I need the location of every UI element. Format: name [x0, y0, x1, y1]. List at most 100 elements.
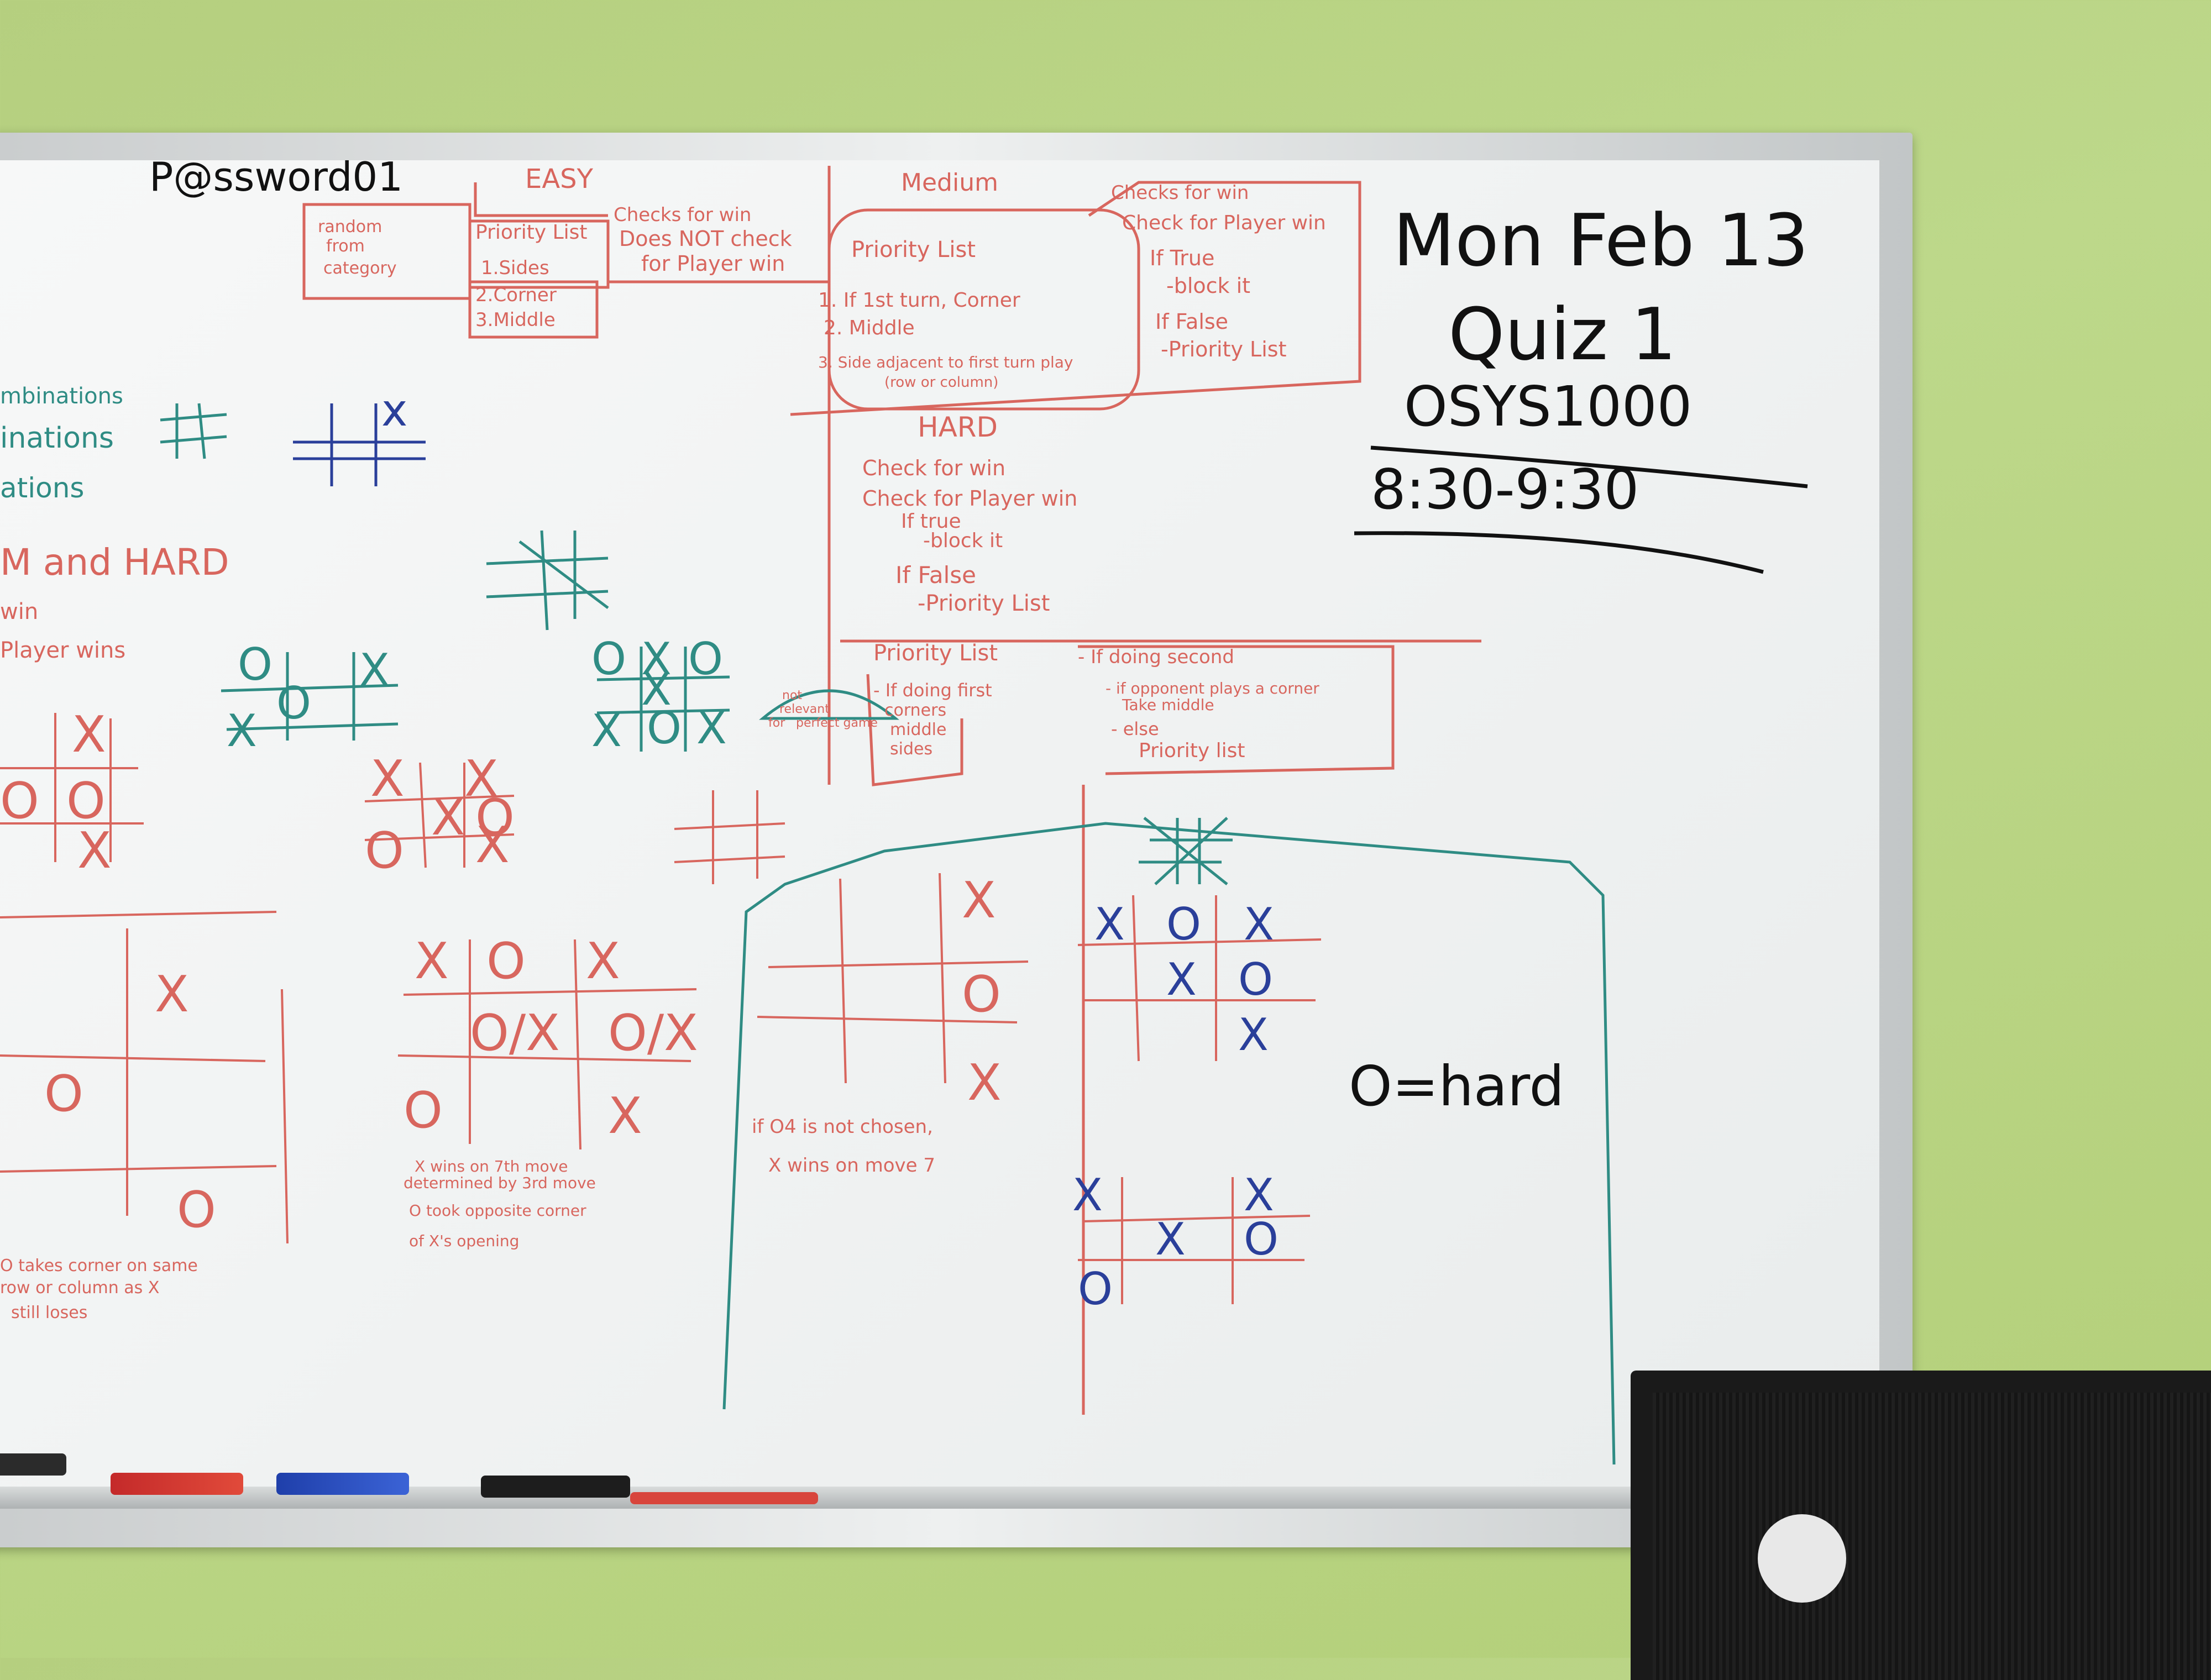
medium-checks-3: If True: [1150, 246, 1214, 270]
mark: X: [72, 706, 106, 764]
hard-line-5: If False: [895, 561, 976, 589]
medium-title: Medium: [901, 169, 998, 197]
mark: X: [415, 932, 449, 990]
left-note-3: ations: [0, 472, 84, 504]
note-red-4: of X's opening: [409, 1232, 519, 1250]
hard-line-1: Check for win: [862, 456, 1005, 480]
marker-tray: [0, 1487, 1636, 1509]
mark: X: [586, 932, 620, 990]
mark: O: [1238, 954, 1273, 1005]
hard-priority-title: Priority List: [873, 641, 998, 666]
mark: X: [359, 644, 390, 696]
note-red-7: O takes corner on same: [0, 1256, 198, 1275]
medium-priority-2: 2. Middle: [824, 317, 915, 339]
hard-second-5: Priority list: [1139, 739, 1245, 762]
red-marker-loose: [630, 1492, 818, 1504]
easy-category-3: category: [323, 259, 397, 278]
mark: O: [238, 639, 273, 690]
mark: O: [1078, 1263, 1113, 1315]
hard-first-3: middle: [890, 720, 946, 739]
easy-title: EASY: [525, 164, 594, 195]
medium-priority-1: 1. If 1st turn, Corner: [818, 289, 1020, 312]
easy-checks-1: Checks for win: [614, 204, 751, 226]
mark: X: [591, 705, 622, 757]
mark: O: [276, 678, 311, 729]
mark: X: [464, 750, 499, 808]
hard-second-1: - If doing second: [1078, 646, 1234, 668]
mark: O: [688, 633, 723, 685]
mark: O: [591, 633, 626, 685]
mark: X: [431, 789, 465, 847]
mark: O: [962, 965, 1001, 1023]
note-red-5: if O4 is not chosen,: [752, 1116, 933, 1138]
medium-priority-title: Priority List: [851, 237, 976, 262]
black-eraser: [481, 1476, 630, 1498]
mark: X: [1244, 899, 1274, 950]
medium-checks-6: -Priority List: [1161, 337, 1286, 361]
easy-checks-2: Does NOT check: [619, 227, 792, 251]
mark: O: [486, 932, 526, 990]
easy-category-2: from: [326, 237, 365, 256]
medium-checks-4: -block it: [1166, 274, 1250, 298]
time-text: 8:30-9:30: [1371, 457, 1639, 522]
note-red-9: still loses: [11, 1303, 87, 1322]
left-note-4: M and HARD: [0, 541, 229, 584]
mark: O: [1166, 899, 1201, 950]
note-red-6: X wins on move 7: [768, 1154, 935, 1177]
mark: X: [1155, 1214, 1186, 1265]
mark: X: [1094, 899, 1125, 950]
bubble-2: relevant: [779, 702, 830, 716]
easy-category-1: random: [318, 217, 382, 237]
mark: O: [66, 772, 106, 830]
red-marker: [111, 1473, 243, 1495]
mark: O: [177, 1181, 216, 1239]
easy-checks-3: for Player win: [641, 251, 785, 276]
easy-priority-1: 1.Sides: [481, 257, 549, 279]
mark: O: [475, 789, 515, 847]
hard-title: HARD: [918, 411, 998, 443]
mark: X: [641, 664, 672, 715]
mark: X: [1244, 1169, 1274, 1221]
computer-monitor: [1631, 1371, 2211, 1680]
mark: X: [1238, 1009, 1269, 1060]
mark: O: [647, 702, 682, 754]
hard-line-6: -Priority List: [918, 591, 1050, 616]
monitor-back-vents: [1653, 1393, 2211, 1680]
left-note-2: inations: [0, 422, 114, 455]
hard-first-1: - If doing first: [873, 680, 992, 701]
whiteboard: [0, 160, 1879, 1498]
hard-first-4: sides: [890, 739, 932, 759]
mark: X: [962, 872, 996, 930]
hard-line-3: If true: [901, 510, 961, 533]
hard-line-2: Check for Player win: [862, 486, 1077, 511]
mark: X: [77, 822, 112, 880]
mark: X: [608, 1087, 642, 1145]
mark: O: [1244, 1214, 1279, 1265]
medium-priority-4: (row or column): [884, 374, 998, 391]
date-text: Mon Feb 13: [1393, 198, 1809, 282]
mark: x: [381, 385, 407, 436]
left-note-6: Player wins: [0, 638, 125, 663]
mark: X: [155, 965, 189, 1023]
mark: O: [365, 822, 404, 880]
mark: O: [0, 772, 39, 830]
medium-priority-3: 3. Side adjacent to first turn play: [818, 353, 1073, 371]
left-note-5: win: [0, 599, 38, 624]
mark: X: [696, 702, 727, 754]
mark: X: [227, 705, 257, 757]
mark: X: [475, 816, 510, 874]
easy-priority-3: 3.Middle: [475, 309, 556, 331]
bubble-3: for: [768, 716, 785, 730]
hard-first-2: corners: [884, 701, 946, 720]
medium-checks-5: If False: [1155, 309, 1228, 334]
note-red-1: X wins on 7th move: [415, 1157, 568, 1175]
bubble-1: not: [782, 689, 802, 702]
password-note: P@ssword01: [149, 154, 403, 200]
eraser: [0, 1453, 66, 1476]
quiz-text: Quiz 1: [1448, 292, 1676, 376]
mark: X: [370, 750, 405, 808]
mark: X: [1166, 954, 1197, 1005]
